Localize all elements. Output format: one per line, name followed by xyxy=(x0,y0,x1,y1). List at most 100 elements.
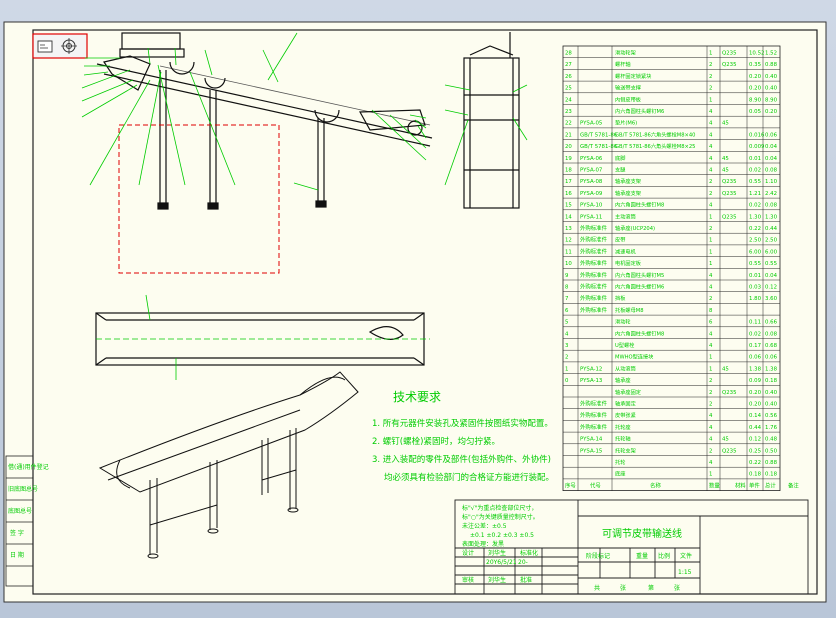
bom-cell: 托轮支架 xyxy=(615,446,636,454)
view-orientation-icon[interactable] xyxy=(61,38,77,54)
bom-cell: GB/T 5781-86 xyxy=(580,132,618,138)
bom-cell: 2 xyxy=(709,179,712,185)
bom-cell: 轴承座 xyxy=(615,376,631,384)
bom-cell: 45 xyxy=(722,168,729,174)
bom-cell: 4 xyxy=(709,425,713,431)
heads-up-toolbar[interactable] xyxy=(32,33,88,59)
bom-cell: 外购标准件 xyxy=(580,224,608,232)
tech-req-item: 均必须具有检验部门的合格证方能进行装配。 xyxy=(384,472,554,483)
bom-cell: 1 xyxy=(709,472,712,478)
bom-cell: 0.20 xyxy=(765,109,778,115)
bom-cell: 15 xyxy=(565,203,572,209)
bom-cell: 0.12 xyxy=(765,285,777,291)
bom-cell: GB/T 5781-86 xyxy=(580,144,618,150)
top-view xyxy=(95,312,430,366)
bom-cell: PYSA-08 xyxy=(580,179,603,185)
bom-cell: 19 xyxy=(565,156,572,162)
bom-cell: 0.01 xyxy=(749,156,761,162)
bom-cell: 4 xyxy=(709,203,713,209)
bom-cell: 7 xyxy=(565,296,568,302)
note-line: ±0.1 ±0.2 ±0.3 ±0.5 xyxy=(470,532,534,539)
bom-cell: 0.06 xyxy=(765,355,778,361)
bom-cell: 0.88 xyxy=(765,62,778,68)
tb-cell: 20Y6/5/21 xyxy=(486,559,517,566)
bom-cell: 6.00 xyxy=(765,249,778,255)
bom-cell: 4 xyxy=(709,109,713,115)
bom-cell: 0.66 xyxy=(765,320,778,326)
bom-cell: GB/T 5781-86六角头螺栓M8×25 xyxy=(615,142,695,150)
bom-cell: 22 xyxy=(565,121,572,127)
bom-cell: Q235 xyxy=(722,448,737,454)
bom-cell: 1 xyxy=(709,214,712,220)
bom-cell: 10 xyxy=(565,261,572,267)
bom-cell: 2 xyxy=(709,191,712,197)
bom-cell: 0.009 xyxy=(749,144,765,150)
bom-cell: 0.08 xyxy=(765,168,778,174)
bom-cell: 外购标准件 xyxy=(580,423,608,431)
bom-footer-cell: 数量 xyxy=(709,481,720,489)
bom-cell: 1.38 xyxy=(749,366,762,372)
bom-cell: 皮带张紧 xyxy=(615,411,636,419)
bom-cell: 45 xyxy=(722,156,729,162)
strip-label: 签 字 xyxy=(10,529,24,537)
side-view xyxy=(463,32,520,209)
strip-label: 旧底图总号 xyxy=(8,485,38,493)
bom-cell: 0.88 xyxy=(765,460,778,466)
tb-cell: 比例 xyxy=(658,552,670,560)
tb-cell: 20- xyxy=(518,559,528,566)
bom-cell: 轴承固定 xyxy=(615,400,636,408)
bom-cell: 外购标准件 xyxy=(580,294,608,302)
bom-footer-cell: 代号 xyxy=(590,481,601,489)
bom-cell: 16 xyxy=(565,191,572,197)
bom-cell: 内六角圆柱头螺钉M5 xyxy=(615,271,664,279)
bom-cell: 0.12 xyxy=(749,437,761,443)
bom-cell: PYSA-10 xyxy=(580,203,603,209)
bom-cell: 4 xyxy=(709,121,713,127)
bom-cell: 外购标准件 xyxy=(580,411,608,419)
bom-cell: 0.22 xyxy=(749,226,761,232)
bom-cell: 0.05 xyxy=(749,109,761,115)
bom-footer-cell: 单件 xyxy=(749,481,760,489)
bom-cell: 6 xyxy=(709,320,713,326)
bom-cell: 托轮 xyxy=(615,458,625,466)
bom-cell: 13 xyxy=(565,226,572,232)
front-view xyxy=(96,32,433,210)
bom-cell: 0.25 xyxy=(749,448,761,454)
bom-cell: 4 xyxy=(709,168,713,174)
bom-cell: 0.17 xyxy=(749,343,761,349)
bom-cell: 减速电机 xyxy=(615,247,637,255)
bom-cell: 滑动轮 xyxy=(615,318,631,326)
note-line: 标"√"为重点检查部位尺寸， xyxy=(462,504,537,512)
bom-cell: 轴承座(UCP204) xyxy=(615,224,655,232)
bom-cell: 2 xyxy=(709,448,712,454)
bom-cell: 0.18 xyxy=(765,472,778,478)
tb-scale: 1:15 xyxy=(678,569,692,576)
bom-cell: 45 xyxy=(722,437,729,443)
bom-cell: 8 xyxy=(709,308,713,314)
bom-cell: 17 xyxy=(565,179,572,185)
bom-cell: Q235 xyxy=(722,214,737,220)
bom-cell: 2 xyxy=(709,74,712,80)
bom-cell: 从动滚筒 xyxy=(615,364,636,372)
bom-cell: 0.20 xyxy=(749,86,762,92)
bom-cell: 0.50 xyxy=(765,448,778,454)
tb-cell: 重量 xyxy=(636,552,648,560)
bom-cell: 1.76 xyxy=(765,425,778,431)
zoom-area-icon[interactable] xyxy=(37,40,53,53)
bom-cell: 26 xyxy=(565,74,572,80)
bom-cell: 6.00 xyxy=(749,249,762,255)
bom-cell: 0.09 xyxy=(749,378,762,384)
bom-cell: 螺杆轴 xyxy=(615,60,631,68)
bom-cell: 4 xyxy=(709,132,713,138)
tb-cell: 刘华生 xyxy=(488,576,506,584)
bom-cell: 外购标准件 xyxy=(580,259,608,267)
tb-cell: 审核 xyxy=(462,576,474,584)
bom-cell: 1 xyxy=(709,97,712,103)
bom-cell: 轴承座支架 xyxy=(615,189,641,197)
strip-label: 借(通)用件登记 xyxy=(8,463,49,471)
bom-cell: 0.40 xyxy=(765,74,778,80)
tech-req-item: 2. 螺钉(螺栓)紧固时，均匀拧紧。 xyxy=(372,436,500,447)
tech-req-title: 技术要求 xyxy=(393,390,441,404)
bom-cell: 螺杆固定锁紧块 xyxy=(615,72,652,80)
